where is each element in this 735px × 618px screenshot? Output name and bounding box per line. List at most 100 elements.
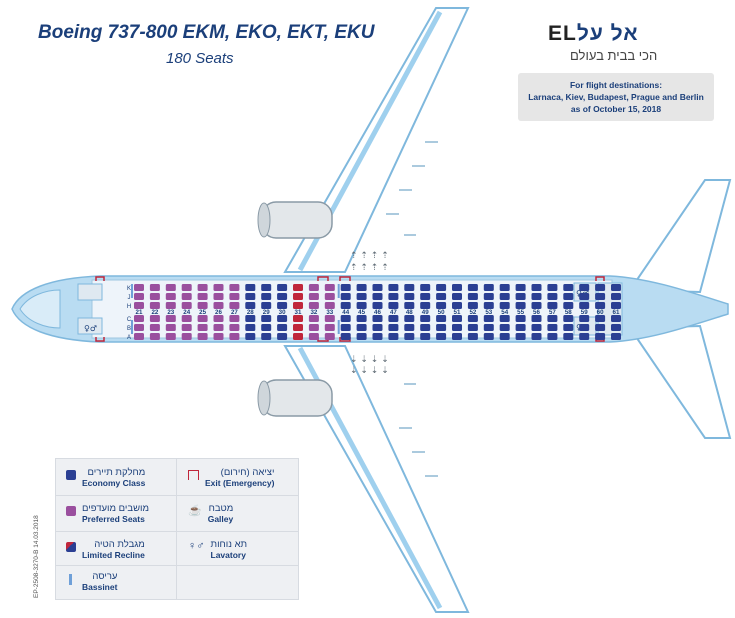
seat-29K[interactable]	[261, 284, 272, 291]
seat-48C[interactable]	[404, 315, 415, 322]
seat-59B[interactable]	[579, 324, 590, 331]
seat-55C[interactable]	[515, 315, 526, 322]
seat-24J[interactable]	[181, 293, 192, 300]
seat-44B[interactable]	[340, 324, 351, 331]
seat-48H[interactable]	[404, 302, 415, 309]
seat-28A[interactable]	[245, 333, 256, 340]
seat-28K[interactable]	[245, 284, 256, 291]
seat-30C[interactable]	[277, 315, 288, 322]
seat-57B[interactable]	[547, 324, 558, 331]
seat-57J[interactable]	[547, 293, 558, 300]
seat-26K[interactable]	[213, 284, 224, 291]
seat-51C[interactable]	[452, 315, 462, 322]
seat-60H[interactable]	[595, 302, 606, 309]
seat-44H[interactable]	[340, 302, 351, 309]
seat-53B[interactable]	[483, 324, 494, 331]
seat-56A[interactable]	[531, 333, 542, 340]
seat-61B[interactable]	[611, 324, 621, 331]
seat-25B[interactable]	[197, 324, 208, 331]
seat-55A[interactable]	[515, 333, 526, 340]
seat-22H[interactable]	[149, 302, 160, 309]
seat-46C[interactable]	[372, 315, 383, 322]
seat-58C[interactable]	[563, 315, 574, 322]
seat-56B[interactable]	[531, 324, 542, 331]
seat-61A[interactable]	[611, 333, 621, 340]
seat-33C[interactable]	[324, 315, 335, 322]
seat-32B[interactable]	[308, 324, 319, 331]
seat-44C[interactable]	[340, 315, 351, 322]
seat-57K[interactable]	[547, 284, 558, 291]
seat-55K[interactable]	[515, 284, 526, 291]
seat-45J[interactable]	[356, 293, 367, 300]
seat-27J[interactable]	[229, 293, 240, 300]
seat-49H[interactable]	[420, 302, 431, 309]
seat-47H[interactable]	[388, 302, 399, 309]
seat-58H[interactable]	[563, 302, 574, 309]
seat-49C[interactable]	[420, 315, 431, 322]
seat-47K[interactable]	[388, 284, 399, 291]
seat-50C[interactable]	[436, 315, 447, 322]
seat-49K[interactable]	[420, 284, 431, 291]
seat-47C[interactable]	[388, 315, 399, 322]
seat-44A[interactable]	[340, 333, 351, 340]
seat-23C[interactable]	[165, 315, 176, 322]
seat-28B[interactable]	[245, 324, 256, 331]
seat-25A[interactable]	[197, 333, 208, 340]
seat-25H[interactable]	[197, 302, 208, 309]
seat-22A[interactable]	[149, 333, 160, 340]
seat-53J[interactable]	[483, 293, 494, 300]
seat-28H[interactable]	[245, 302, 256, 309]
seat-21J[interactable]	[134, 293, 144, 300]
seat-26J[interactable]	[213, 293, 224, 300]
seat-59H[interactable]	[579, 302, 590, 309]
seat-51K[interactable]	[452, 284, 462, 291]
seat-60C[interactable]	[595, 315, 606, 322]
seat-30B[interactable]	[277, 324, 288, 331]
seat-25K[interactable]	[197, 284, 208, 291]
seat-54K[interactable]	[499, 284, 510, 291]
seat-27C[interactable]	[229, 315, 240, 322]
seat-52B[interactable]	[467, 324, 478, 331]
seat-53C[interactable]	[483, 315, 494, 322]
seat-45C[interactable]	[356, 315, 367, 322]
seat-51J[interactable]	[452, 293, 462, 300]
seat-58K[interactable]	[563, 284, 574, 291]
seat-53A[interactable]	[483, 333, 494, 340]
seat-50K[interactable]	[436, 284, 447, 291]
seat-33H[interactable]	[324, 302, 335, 309]
seat-47A[interactable]	[388, 333, 399, 340]
seat-25C[interactable]	[197, 315, 208, 322]
seat-29A[interactable]	[261, 333, 272, 340]
seat-26A[interactable]	[213, 333, 224, 340]
seat-55H[interactable]	[515, 302, 526, 309]
seat-46B[interactable]	[372, 324, 383, 331]
seat-24C[interactable]	[181, 315, 192, 322]
seat-49A[interactable]	[420, 333, 431, 340]
seat-27H[interactable]	[229, 302, 240, 309]
seat-49J[interactable]	[420, 293, 431, 300]
seat-57A[interactable]	[547, 333, 558, 340]
seat-51H[interactable]	[452, 302, 462, 309]
seat-33A[interactable]	[324, 333, 335, 340]
seat-21B[interactable]	[134, 324, 144, 331]
seat-23B[interactable]	[165, 324, 176, 331]
seat-23H[interactable]	[165, 302, 176, 309]
seat-60J[interactable]	[595, 293, 606, 300]
seat-22J[interactable]	[149, 293, 160, 300]
seat-53H[interactable]	[483, 302, 494, 309]
seat-21A[interactable]	[134, 333, 144, 340]
seat-51A[interactable]	[452, 333, 462, 340]
seat-23A[interactable]	[165, 333, 176, 340]
seat-22K[interactable]	[149, 284, 160, 291]
seat-23K[interactable]	[165, 284, 176, 291]
seat-30A[interactable]	[277, 333, 288, 340]
seat-54A[interactable]	[499, 333, 510, 340]
seat-29B[interactable]	[261, 324, 272, 331]
seat-55J[interactable]	[515, 293, 526, 300]
seat-50J[interactable]	[436, 293, 447, 300]
seat-56J[interactable]	[531, 293, 542, 300]
seat-54J[interactable]	[499, 293, 510, 300]
seat-29J[interactable]	[261, 293, 272, 300]
seat-59A[interactable]	[579, 333, 590, 340]
seat-27K[interactable]	[229, 284, 240, 291]
